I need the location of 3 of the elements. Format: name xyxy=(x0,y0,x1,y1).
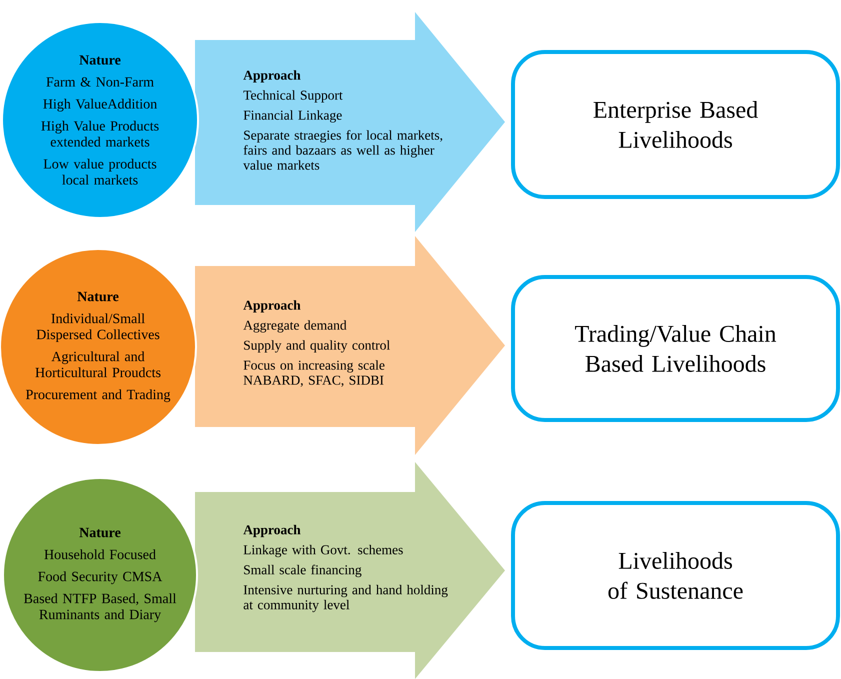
rounded-box: Enterprise Based Livelihoods xyxy=(511,50,840,199)
rounded-box: Livelihoods of Sustenance xyxy=(511,501,840,650)
rounded-box: Trading/Value Chain Based Livelihoods xyxy=(511,275,840,422)
